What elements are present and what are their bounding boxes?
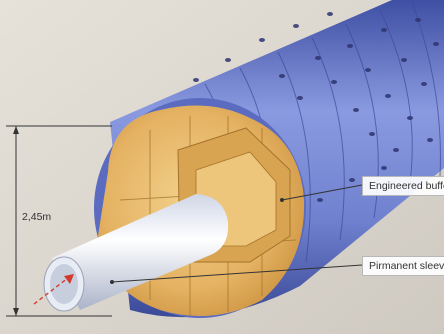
sleeve-pointer-dot	[110, 280, 114, 284]
engineered-buffer-label: Engineered buffe	[362, 176, 444, 196]
permanent-sleeve-label: Pirmanent sleev	[362, 256, 444, 276]
dimension-label: 2,45m	[22, 211, 51, 223]
buffer-pointer-dot	[280, 198, 284, 202]
